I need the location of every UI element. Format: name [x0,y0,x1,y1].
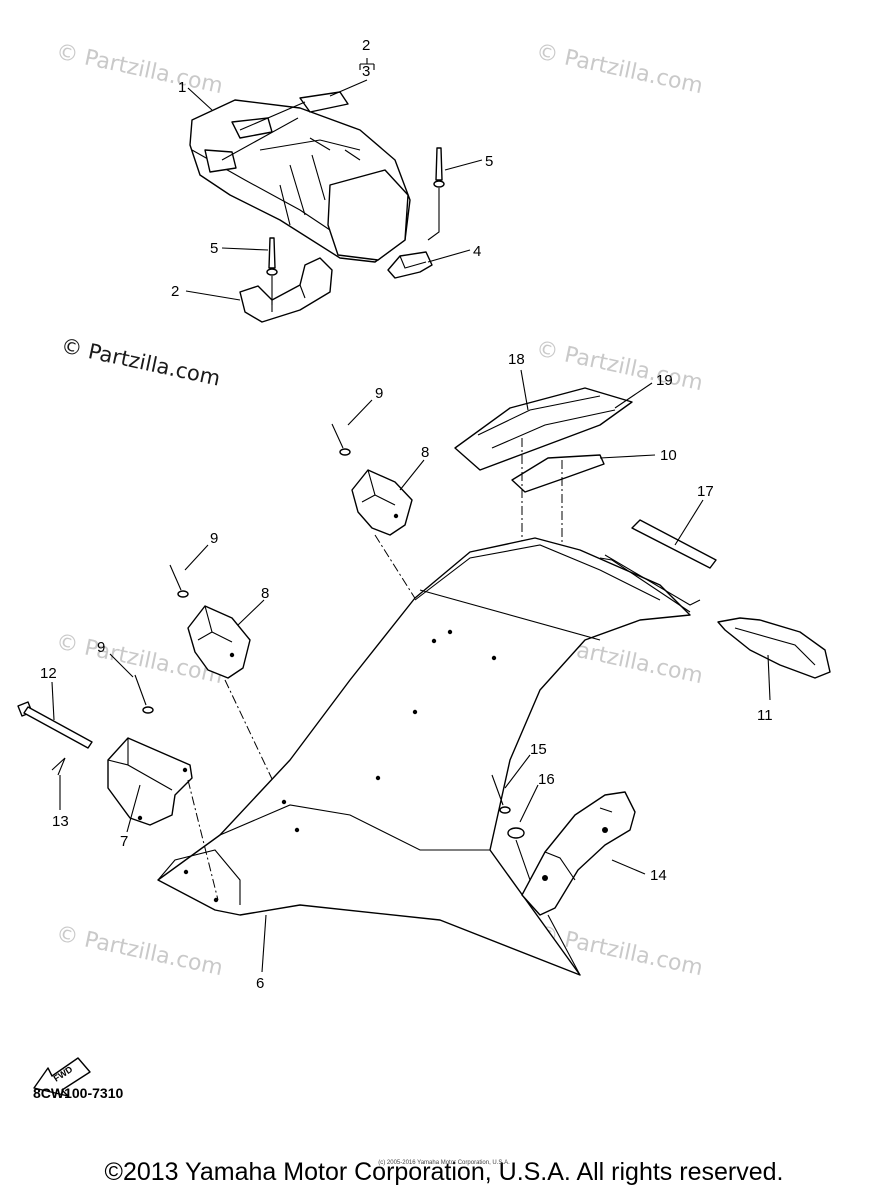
callout-12: 12 [40,665,57,682]
callout-5: 5 [210,240,218,257]
callout-7: 7 [120,833,128,850]
leader-lines [51,58,771,973]
screw-5-lower [266,237,278,305]
screw-9-upper [331,423,351,456]
screw-5-upper [427,147,445,241]
rear-fender [157,537,691,976]
bracket-8-lower [187,605,283,801]
callout-2: 2 [171,283,179,300]
callout-8: 8 [261,585,269,602]
callout-10: 10 [660,447,677,464]
callout-6: 6 [256,975,264,992]
callout-16: 16 [538,771,555,788]
diagram-code: 8CW100-7310 [33,1085,124,1101]
bar-17 [599,519,717,613]
callout-9: 9 [97,639,105,656]
tool-bag [189,91,411,263]
tiny-credit: (c) 2005-2016 Yamaha Motor Corporation, … [378,1160,510,1166]
callout-11: 11 [757,707,773,724]
callout-9: 9 [210,530,218,547]
watermark-text-dark: © Partzilla.com [59,333,223,390]
callout-5: 5 [485,153,493,170]
callout-13: 13 [52,813,69,830]
handle-11 [717,617,831,679]
callout-8: 8 [421,444,429,461]
watermark-text: © Partzilla.com [54,39,225,99]
screw-9-middle [169,564,189,598]
callout-3: 3 [362,63,370,80]
watermark-text: © Partzilla.com [534,39,705,99]
bracket-7 [107,737,219,901]
bolt-12 [17,701,93,749]
nut-16 [507,827,531,881]
copyright-notice: ©2013 Yamaha Motor Corporation, U.S.A. A… [104,1158,784,1186]
callout-9: 9 [375,385,383,402]
watermark-text: © Partzilla.com [54,921,225,981]
bracket-14 [521,791,636,976]
bracket-2 [239,257,333,323]
callout-1: 1 [178,79,186,96]
screw-9-lower [134,674,154,714]
screw-15 [491,774,511,814]
clip-4 [387,251,433,279]
callout-15: 15 [530,741,547,758]
callout-17: 17 [697,483,714,500]
bracket-8-upper [351,469,436,631]
callouts: 1 2 3 5 5 4 2 18 19 10 9 8 17 9 8 9 12 1… [40,37,773,992]
callout-4: 4 [473,243,481,260]
watermark-text: © Partzilla.com [534,336,705,396]
pin-13 [51,757,66,776]
callout-14: 14 [650,867,667,884]
callout-18: 18 [508,351,525,368]
callout-2: 2 [362,37,370,54]
callout-19: 19 [656,372,673,389]
